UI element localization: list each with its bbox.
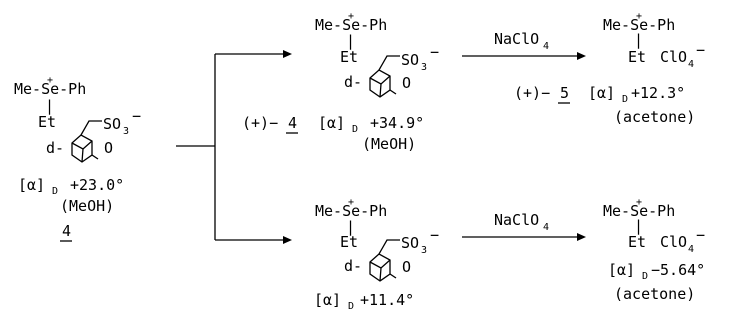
rotation-alpha: [α] <box>314 291 341 309</box>
solvent-label: (MeOH) <box>362 135 416 153</box>
reagent-subscript: 4 <box>543 222 549 233</box>
solvent-label: (MeOH) <box>60 197 114 215</box>
sulfonate-subscript: 3 <box>123 126 129 137</box>
camphor-ring <box>369 239 401 282</box>
charge-sign: + <box>636 11 642 22</box>
solvent-label: (acetone) <box>614 285 695 303</box>
compound-number: 4 <box>288 114 297 132</box>
upper-perchlorate-product: Me-Se-Ph + | Et ClO 4 − (+)− 5 [α] D +12… <box>514 11 705 126</box>
keto-oxygen: O <box>402 258 411 276</box>
cation-label: Me-Se-Ph <box>603 202 675 220</box>
sulfonate-label: SO <box>401 51 419 69</box>
compound-sign: (+)− <box>514 84 550 102</box>
compound-number: 4 <box>62 222 71 240</box>
charge-sign: + <box>348 197 354 208</box>
reagent-label: NaClO <box>494 30 539 48</box>
upper-reaction-arrow: NaClO 4 <box>462 30 586 60</box>
rotation-alpha: [α] <box>18 176 45 194</box>
ethyl-label: Et <box>628 48 646 66</box>
ethyl-label: Et <box>340 233 358 251</box>
branch-arrows <box>176 50 292 244</box>
charge-sign: + <box>47 75 53 86</box>
charge-sign: + <box>348 11 354 22</box>
bond-line: | <box>45 97 54 115</box>
rotation-value: −5.64° <box>651 261 705 279</box>
lower-diastereomer: Me-Se-Ph + | Et d- SO 3 − O [α] D +11.4° <box>314 197 439 312</box>
sulfonate-subscript: 3 <box>421 62 427 73</box>
ethyl-label: Et <box>628 233 646 251</box>
compound-sign: (+)− <box>242 114 278 132</box>
charge-sign: + <box>636 197 642 208</box>
cation-label: Me-Se-Ph <box>315 16 387 34</box>
ethyl-label: Et <box>38 113 56 131</box>
arrow-head <box>577 52 586 60</box>
keto-oxygen: O <box>104 139 113 157</box>
cation-label: Me-Se-Ph <box>14 80 86 98</box>
anion-charge: − <box>132 107 141 125</box>
starting-selenonium-salt: Me-Se-Ph + | Et d- SO 3 − O [α] D +23.0°… <box>14 75 141 242</box>
upper-diastereomer: Me-Se-Ph + | Et d- SO 3 − O (+)− 4 [α] D… <box>242 11 439 153</box>
bond-line: | <box>346 32 355 50</box>
upper-branch-arrowhead <box>283 50 292 58</box>
rotation-D: D <box>642 271 648 282</box>
d-prefix: d- <box>46 139 64 157</box>
perchlorate-label: ClO <box>660 48 687 66</box>
rotation-alpha: [α] <box>608 261 635 279</box>
reagent-subscript: 4 <box>543 41 549 52</box>
d-prefix: d- <box>344 257 362 275</box>
rotation-D: D <box>52 186 58 197</box>
cation-label: Me-Se-Ph <box>603 16 675 34</box>
perchlorate-subscript: 4 <box>688 59 694 70</box>
rotation-value: +23.0° <box>70 176 124 194</box>
solvent-label: (acetone) <box>614 108 695 126</box>
rotation-alpha: [α] <box>318 114 345 132</box>
rotation-value: +11.4° <box>360 291 414 309</box>
camphor-ring <box>71 120 103 163</box>
sulfonate-label: SO <box>401 234 419 252</box>
lower-branch-arrowhead <box>283 236 292 244</box>
sulfonate-subscript: 3 <box>421 245 427 256</box>
rotation-D: D <box>622 94 628 105</box>
cation-label: Me-Se-Ph <box>315 202 387 220</box>
rotation-value: +12.3° <box>631 84 685 102</box>
lower-perchlorate-product: Me-Se-Ph + | Et ClO 4 − [α] D −5.64° (ac… <box>603 197 705 303</box>
bond-line: | <box>634 217 643 235</box>
rotation-alpha: [α] <box>588 84 615 102</box>
bond-line: | <box>634 31 643 49</box>
lower-reaction-arrow: NaClO 4 <box>462 211 586 241</box>
ethyl-label: Et <box>340 48 358 66</box>
anion-charge: − <box>696 226 705 244</box>
perchlorate-label: ClO <box>660 233 687 251</box>
reagent-label: NaClO <box>494 211 539 229</box>
anion-charge: − <box>430 43 439 61</box>
sulfonate-label: SO <box>103 115 121 133</box>
anion-charge: − <box>430 226 439 244</box>
perchlorate-subscript: 4 <box>688 244 694 255</box>
d-prefix: d- <box>344 73 362 91</box>
rotation-D: D <box>352 124 358 135</box>
rotation-D: D <box>348 301 354 312</box>
arrow-head <box>577 233 586 241</box>
camphor-ring <box>369 55 401 98</box>
rotation-value: +34.9° <box>370 114 424 132</box>
compound-number: 5 <box>560 84 569 102</box>
bond-line: | <box>346 218 355 236</box>
anion-charge: − <box>696 41 705 59</box>
keto-oxygen: O <box>402 74 411 92</box>
